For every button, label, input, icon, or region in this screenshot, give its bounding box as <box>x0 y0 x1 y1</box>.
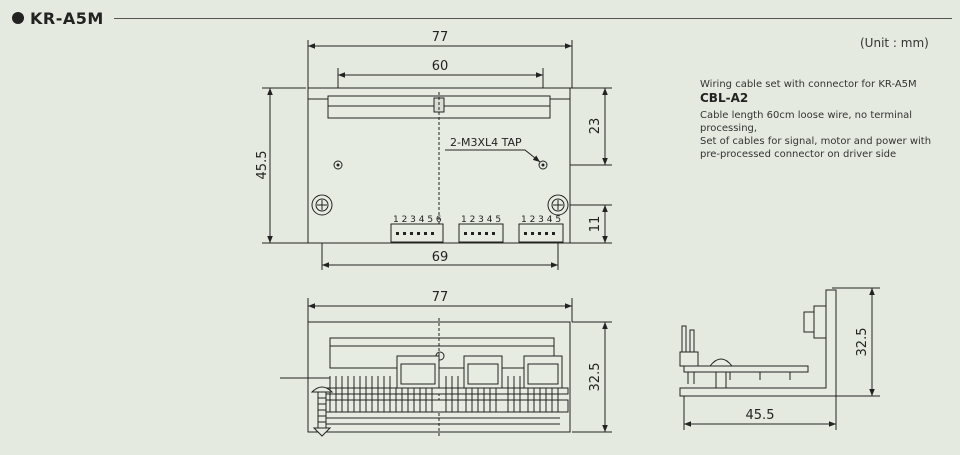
label-conn-11: 11 <box>588 216 603 233</box>
label-width-69: 69 <box>432 250 449 265</box>
connector-5pin-b <box>518 223 564 243</box>
label-side-height-32: 32.5 <box>855 328 870 357</box>
section-title: KR-A5M <box>30 8 104 28</box>
cable-caption: Wiring cable set with connector for KR-A… <box>700 79 917 90</box>
label-height-45: 45.5 <box>255 151 270 180</box>
screw-icon-left <box>311 194 333 216</box>
pin-label-connector-3: 1 2 3 4 5 <box>521 215 561 225</box>
cable-model: CBL-A2 <box>700 91 749 105</box>
cable-info: Wiring cable set with connector for KR-A… <box>700 78 950 161</box>
top-view <box>262 40 612 270</box>
section-header: KR-A5M <box>12 8 952 28</box>
cable-description-1: Cable length 60cm loose wire, no termina… <box>700 110 913 134</box>
header-rule <box>113 17 952 19</box>
tap-label: 2-M3XL4 TAP <box>450 136 522 149</box>
label-width-77: 77 <box>432 30 449 45</box>
screw-side-icon <box>310 386 334 437</box>
label-side-width-45: 45.5 <box>746 408 775 423</box>
label-front-height-32: 32.5 <box>588 363 603 392</box>
screw-icon-right <box>547 194 569 216</box>
bullet-icon <box>12 12 24 24</box>
pin-label-connector-2: 1 2 3 4 5 <box>461 215 501 225</box>
label-pitch-60: 60 <box>432 59 449 74</box>
connector-6pin <box>390 223 444 243</box>
label-offset-23: 23 <box>588 118 603 135</box>
label-front-width-77: 77 <box>432 290 449 305</box>
side-view <box>679 287 880 430</box>
pin-label-connector-1: 1 2 3 4 5 6 <box>393 215 442 225</box>
unit-label: (Unit : mm) <box>860 36 929 50</box>
connector-5pin-a <box>458 223 504 243</box>
front-view <box>280 298 612 437</box>
cable-description-2: Set of cables for signal, motor and powe… <box>700 136 932 160</box>
